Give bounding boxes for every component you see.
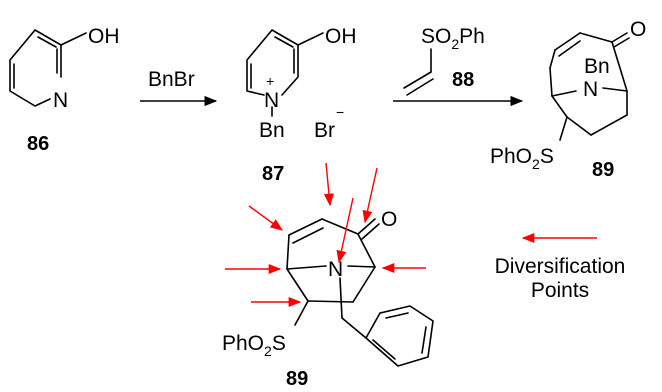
n-label-87: N <box>264 89 279 112</box>
br-label-87: Br <box>314 119 335 142</box>
reaction-arrow-1: BnBr <box>140 68 218 107</box>
n-label-86: N <box>53 89 68 112</box>
legend: Diversification Points <box>495 232 626 302</box>
pyridinium-ring-87 <box>246 29 324 117</box>
reagent-bnbr: BnBr <box>148 68 195 91</box>
pyridine-ring-86 <box>9 29 87 107</box>
o-label-89-bottom: O <box>381 208 397 231</box>
phenyl-ring-89-bottom <box>365 305 434 367</box>
red-arrow-3 <box>336 197 354 264</box>
diversification-arrows <box>225 162 426 308</box>
compound-number-87: 87 <box>262 163 284 185</box>
compound-89-bottom: O N PhO2S 89 <box>222 208 434 390</box>
compound-89-top: O Bn N PhO2S 89 <box>490 18 646 181</box>
red-arrow-4 <box>362 167 378 224</box>
n-label-89-bottom: N <box>328 258 343 281</box>
red-arrow-1 <box>248 205 284 231</box>
bicyclic-core-89-top <box>549 32 630 141</box>
red-arrow-2 <box>323 162 334 207</box>
plus-charge-87: + <box>266 73 274 89</box>
o-label-89-top: O <box>630 18 646 41</box>
compound-number-86: 86 <box>27 133 49 155</box>
compound-number-89-top: 89 <box>592 159 614 181</box>
pho2s-label-89-bottom: PhO2S <box>222 332 286 359</box>
oh-label-87: OH <box>325 25 357 48</box>
compound-88: SO2Ph 88 <box>403 25 485 96</box>
compound-86: OH N 86 <box>9 25 120 155</box>
so2-label-88: SO2Ph <box>421 25 485 52</box>
legend-line-2: Points <box>531 279 589 302</box>
bicyclic-core-89-bottom <box>286 218 380 339</box>
oh-label-86: OH <box>88 25 120 48</box>
pho2s-label-89-top: PhO2S <box>490 145 554 172</box>
compound-87: OH + N Bn Br − 87 <box>246 25 357 185</box>
bn-label-89-top: Bn <box>584 55 610 78</box>
bn-label-87: Bn <box>259 119 285 142</box>
legend-line-1: Diversification <box>495 255 626 278</box>
compound-number-88: 88 <box>452 69 474 91</box>
n-label-89-top: N <box>583 78 598 101</box>
minus-charge-87: − <box>336 104 344 120</box>
compound-number-89-bottom: 89 <box>286 368 308 390</box>
